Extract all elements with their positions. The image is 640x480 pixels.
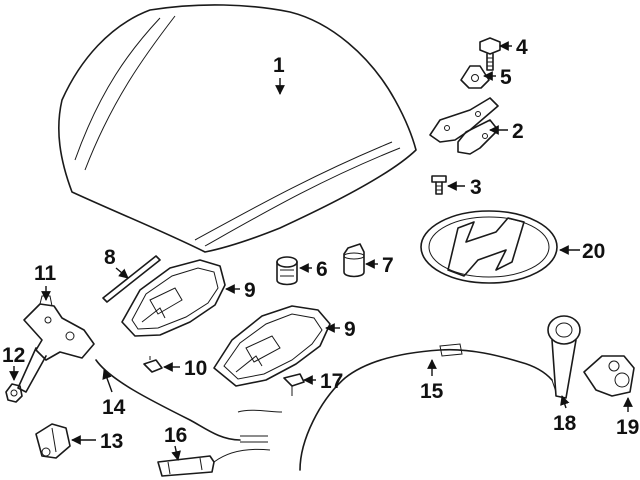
callout-15: 15 <box>420 380 444 403</box>
bumper-part-7 <box>343 243 365 278</box>
callout-14: 14 <box>102 396 126 419</box>
hood-hinge <box>429 97 499 155</box>
callout-labels: 1 2 3 4 5 6 7 8 9 9 10 11 12 13 14 15 16… <box>2 36 639 453</box>
emblem-part-20 <box>420 210 558 284</box>
callout-13: 13 <box>100 430 123 453</box>
callout-5: 5 <box>500 66 512 89</box>
bracket-part-13 <box>35 423 71 459</box>
nut-part-12 <box>5 383 23 403</box>
insulator-part-9-lower <box>213 305 331 387</box>
callout-11: 11 <box>34 262 57 285</box>
holder-part-18 <box>547 315 581 399</box>
callout-12: 12 <box>2 344 25 367</box>
insulator-part-9-upper <box>121 259 226 337</box>
release-handle-part-16 <box>157 448 271 477</box>
hood-panel <box>58 4 417 253</box>
lock-part-19 <box>583 355 635 397</box>
support-rod-part-8 <box>102 255 161 303</box>
callout-16: 16 <box>164 424 187 447</box>
clip-part-17 <box>283 373 305 396</box>
hood-stop-part-6 <box>276 256 298 286</box>
callout-6: 6 <box>316 258 328 281</box>
clip-part-10 <box>143 356 163 373</box>
callout-9-upper: 9 <box>244 279 256 302</box>
callout-10: 10 <box>184 357 207 380</box>
bolt-part-3 <box>431 175 447 195</box>
callout-19: 19 <box>616 416 639 439</box>
callout-20: 20 <box>582 240 605 263</box>
nut-part-5 <box>460 65 490 89</box>
latch-part-11 <box>17 295 95 393</box>
main-cable-part-15 <box>299 343 557 471</box>
callout-17: 17 <box>320 370 343 393</box>
callout-18: 18 <box>553 412 577 435</box>
callout-2: 2 <box>512 120 524 143</box>
leader-lines <box>9 41 633 461</box>
callout-7: 7 <box>382 254 394 277</box>
callout-9-lower: 9 <box>344 318 356 341</box>
callout-4: 4 <box>516 36 528 59</box>
callout-3: 3 <box>470 176 482 199</box>
callout-8: 8 <box>104 246 116 269</box>
bolt-part-4 <box>479 37 501 71</box>
callout-1: 1 <box>273 54 285 77</box>
